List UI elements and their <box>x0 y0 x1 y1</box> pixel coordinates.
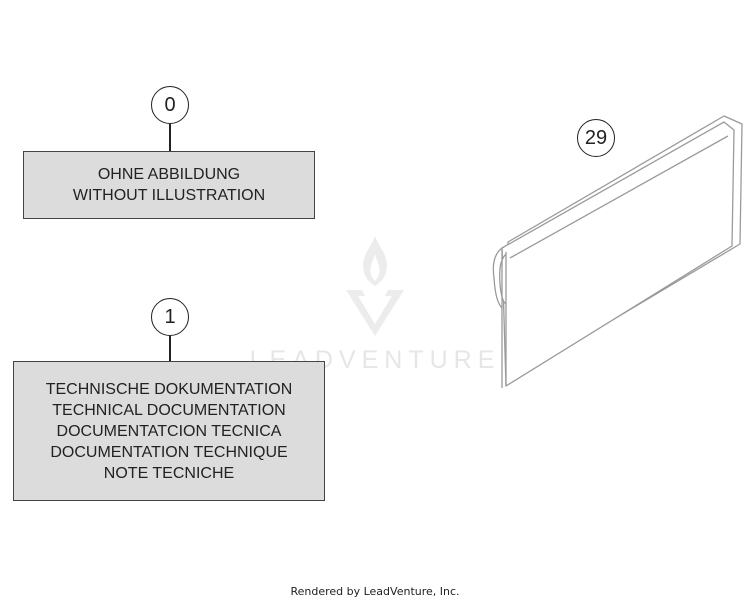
label-line: DOCUMENTATION TECHNIQUE <box>50 443 288 461</box>
callout-0[interactable]: 0 <box>151 86 189 124</box>
label-box-0: OHNE ABBILDUNG WITHOUT ILLUSTRATION <box>23 151 315 219</box>
label-line: WITHOUT ILLUSTRATION <box>72 187 266 204</box>
label-line: DOCUMENTATCION TECNICA <box>56 422 282 440</box>
label-line: TECHNICAL DOCUMENTATION <box>52 401 286 419</box>
callout-1[interactable]: 1 <box>151 298 189 336</box>
footer-credit: Rendered by LeadVenture, Inc. <box>290 585 460 598</box>
label-box-1: TECHNISCHE DOKUMENTATION TECHNICAL DOCUM… <box>13 361 325 501</box>
label-line: TECHNISCHE DOKUMENTATION <box>45 380 293 398</box>
leader-line-1 <box>169 336 171 362</box>
label-line: NOTE TECNICHE <box>103 464 235 482</box>
label-line: OHNE ABBILDUNG <box>97 166 241 183</box>
flame-v-logo-icon <box>346 236 404 336</box>
leader-line-0 <box>169 124 171 152</box>
document-folder-drawing[interactable] <box>480 108 750 398</box>
callout-29[interactable]: 29 <box>577 119 615 157</box>
